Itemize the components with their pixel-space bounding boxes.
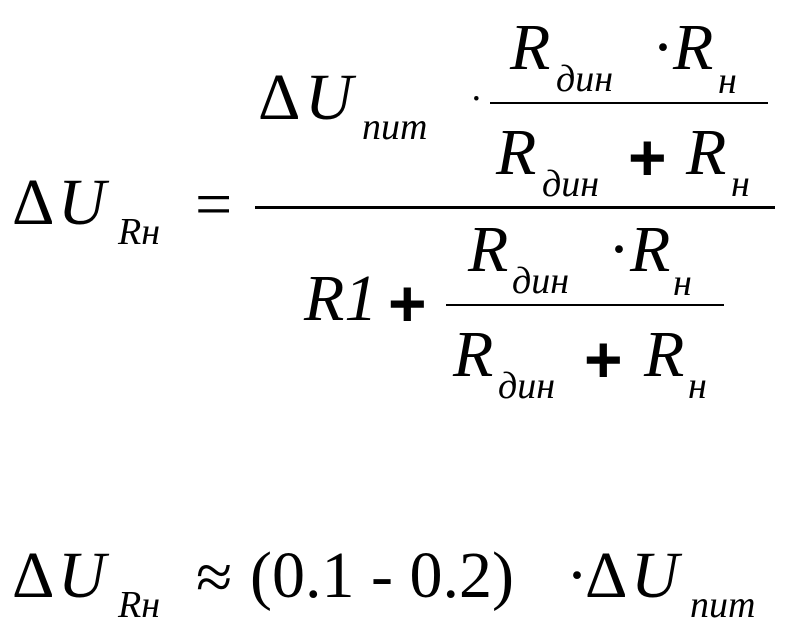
approx-rhs-subscript: пит xyxy=(690,584,756,626)
nif-num-r2: R xyxy=(673,11,714,84)
nif-fraction-bar xyxy=(490,102,768,104)
nif-num-r1-sub: дин xyxy=(556,58,614,100)
nif-num-r2-sub: н xyxy=(718,60,737,102)
dif-num-r1: R xyxy=(468,213,509,286)
nif-den-r2-sub: н xyxy=(731,163,750,205)
lhs-var: U xyxy=(58,166,106,239)
num-subscript: пит xyxy=(362,106,428,148)
num-delta: Δ xyxy=(258,61,301,134)
dif-num-r1-sub: дин xyxy=(512,260,570,302)
nif-den-r1: R xyxy=(496,116,537,189)
dif-fraction-bar xyxy=(446,304,724,306)
approx-lhs-delta: Δ xyxy=(12,539,55,612)
approx-range: (0.1 - 0.2) xyxy=(250,539,514,612)
dif-num-r2-sub: н xyxy=(673,262,692,304)
nif-den-r1-sub: дин xyxy=(542,163,600,205)
dif-den-r2-sub: н xyxy=(688,365,707,407)
main-fraction-bar xyxy=(255,206,775,209)
nif-num-r1: R xyxy=(510,11,551,84)
num-dot: · xyxy=(470,78,483,120)
approx-sign: ≈ xyxy=(196,541,233,614)
approx-rhs-var: U xyxy=(631,539,679,612)
dif-den-plus: + xyxy=(584,322,623,396)
approx-lhs-var: U xyxy=(58,539,106,612)
approx-lhs-subscript: Rн xyxy=(118,584,161,626)
dif-num-dot: · xyxy=(608,213,630,286)
den-plus: + xyxy=(388,266,427,340)
dif-den-r2: R xyxy=(644,318,685,391)
lhs-subscript: Rн xyxy=(118,211,161,253)
nif-num-dot: · xyxy=(652,11,674,84)
dif-num-r2: R xyxy=(630,213,671,286)
dif-den-r1: R xyxy=(453,318,494,391)
approx-rhs-delta: Δ xyxy=(585,539,628,612)
approx-dot: · xyxy=(566,539,588,612)
equals-sign: = xyxy=(195,168,233,241)
lhs-delta: Δ xyxy=(12,166,55,239)
nif-den-plus: + xyxy=(628,120,667,194)
nif-den-r2: R xyxy=(686,116,727,189)
den-lead: R1 xyxy=(304,262,378,335)
num-var: U xyxy=(305,61,353,134)
dif-den-r1-sub: дин xyxy=(498,365,556,407)
